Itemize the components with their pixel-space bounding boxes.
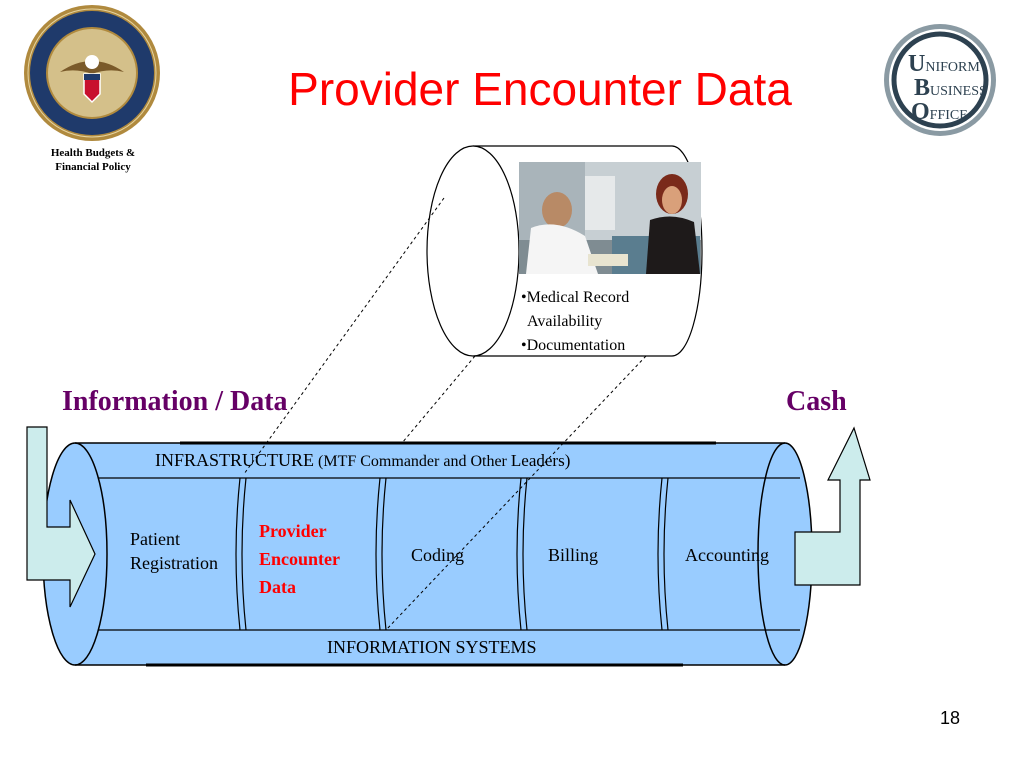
- dod-caption-line1: Health Budgets &: [50, 147, 136, 159]
- segment-divider: [522, 477, 528, 631]
- information-systems-label: INFORMATION SYSTEMS: [327, 637, 537, 657]
- infrastructure-tail: Leaders): [510, 451, 571, 470]
- segment-divider: [375, 477, 381, 631]
- output-arrow: [794, 426, 871, 586]
- projection-line: [385, 355, 647, 631]
- ubo-letter-b: B: [914, 75, 931, 101]
- dod-caption-line2: Financial Policy: [55, 161, 131, 173]
- ubo-letter-o: O: [911, 99, 930, 125]
- segment-billing: Billing: [548, 545, 599, 565]
- doctor-patient-photo: [519, 162, 701, 274]
- dod-seal-logo: [24, 5, 160, 141]
- bullet-medical-record: •Medical Record: [521, 289, 630, 306]
- zoom-cylinder-cap: [426, 145, 520, 357]
- provider-line2: Encounter: [259, 549, 340, 569]
- segment-patient-registration: Patient Registration: [130, 527, 218, 575]
- segment-divider: [663, 477, 669, 631]
- projection-line: [243, 197, 445, 475]
- provider-line1: Provider: [259, 521, 327, 541]
- ubo-letter-u: U: [908, 51, 926, 77]
- input-arrow: [26, 426, 96, 608]
- infrastructure-sub: (MTF Commander and Other: [318, 453, 507, 470]
- zoom-bullet-list: •Medical Record Availability •Documentat…: [521, 286, 629, 358]
- information-data-label: Information / Data: [62, 386, 288, 417]
- infrastructure-main: INFRASTRUCTURE: [155, 450, 315, 470]
- ubo-logo: [884, 24, 996, 136]
- segment-coding: Coding: [411, 545, 465, 565]
- projection-line: [401, 355, 476, 444]
- segment-divider: [381, 477, 387, 631]
- segment-divider: [516, 477, 522, 631]
- dod-caption: Health Budgets & Financial Policy: [18, 146, 168, 174]
- infrastructure-label: INFRASTRUCTURE (MTF Commander and Other …: [155, 450, 570, 471]
- cash-label: Cash: [786, 386, 847, 417]
- patient-line1: Patient: [130, 529, 180, 549]
- segment-provider-encounter-data: Provider Encounter Data: [259, 517, 340, 601]
- slide-title: Provider Encounter Data: [288, 63, 792, 115]
- ubo-logo-text: UNIFORM BUSINESS OFFICE: [908, 51, 988, 126]
- cylinder-body: [75, 443, 785, 665]
- segment-divider: [235, 477, 241, 631]
- bullet-documentation: •Documentation: [521, 337, 626, 354]
- slide-number: 18: [939, 708, 961, 728]
- bullet-availability: Availability: [527, 313, 603, 330]
- segment-divider: [241, 477, 247, 631]
- patient-line2: Registration: [130, 553, 218, 573]
- segment-accounting: Accounting: [685, 545, 769, 565]
- ubo-word-office: FFICE: [929, 108, 968, 123]
- ubo-word-business: USINESS: [930, 84, 987, 99]
- ubo-word-uniform: NIFORM: [925, 60, 980, 75]
- provider-line3: Data: [259, 577, 296, 597]
- segment-divider: [657, 477, 663, 631]
